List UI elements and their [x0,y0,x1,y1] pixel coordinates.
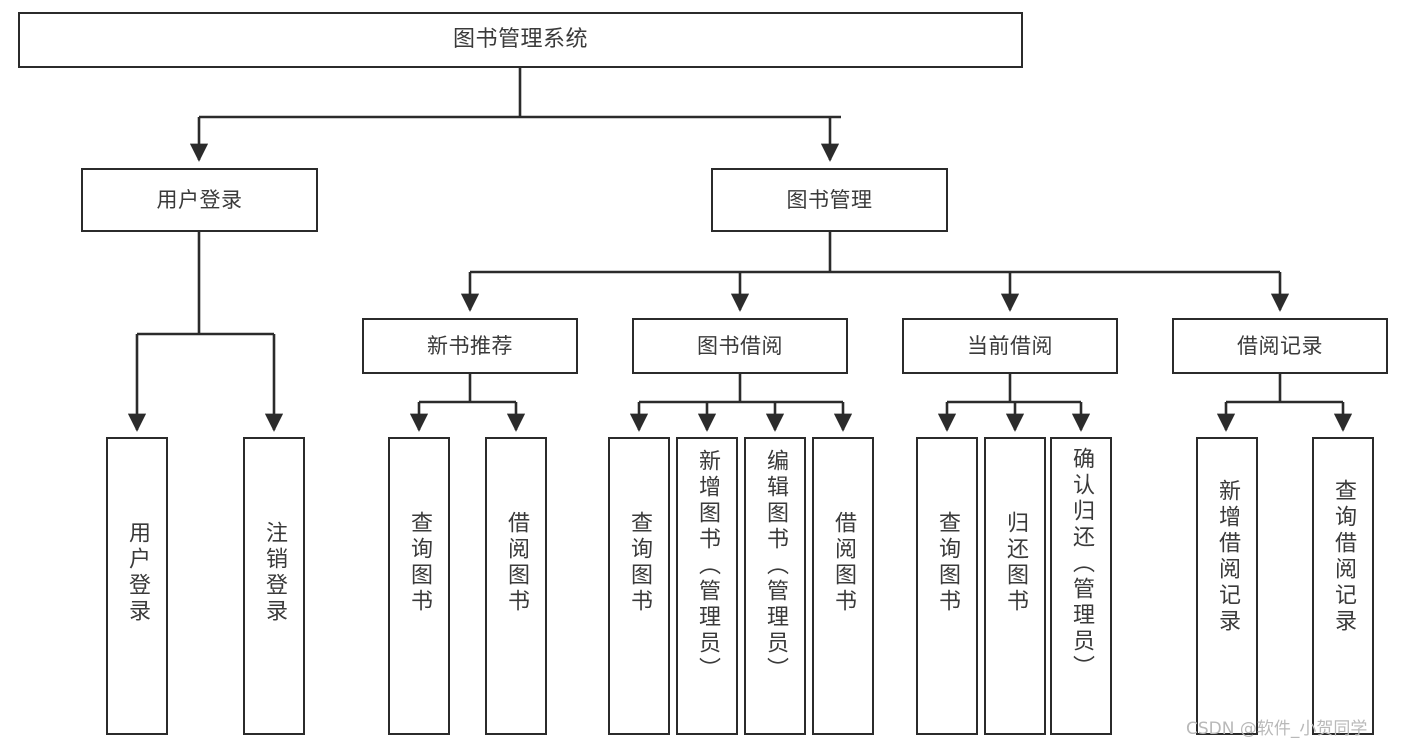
leaf-new-book-borrow[interactable]: 借阅图书 [485,437,547,735]
node-label: 当前借阅 [967,333,1053,358]
leaf-current-borrow-query[interactable]: 查询图书 [916,437,978,735]
node-label: 注销登录 [262,521,287,625]
leaf-current-borrow-confirm-return[interactable]: 确认归还（管理员） [1050,437,1112,735]
node-borrow-records[interactable]: 借阅记录 [1172,318,1388,374]
node-label: 查询图书 [627,511,652,615]
leaf-new-book-query[interactable]: 查询图书 [388,437,450,735]
leaf-user-login-logout[interactable]: 注销登录 [243,437,305,735]
leaf-borrow-records-query[interactable]: 查询借阅记录 [1312,437,1374,735]
node-label: 图书管理系统 [452,27,588,53]
leaf-user-login-login[interactable]: 用户登录 [106,437,168,735]
node-label: 确认归还（管理员） [1069,447,1094,681]
node-label: 用户登录 [156,187,243,212]
node-book-management[interactable]: 图书管理 [711,168,948,232]
leaf-book-borrow-query[interactable]: 查询图书 [608,437,670,735]
node-user-login[interactable]: 用户登录 [81,168,318,232]
csdn-watermark: CSDN @软件_小贺同学 [1186,719,1368,739]
node-label: 编辑图书（管理员） [763,449,788,683]
node-book-borrow[interactable]: 图书借阅 [632,318,848,374]
node-label: 归还图书 [1003,511,1028,615]
node-label: 查询图书 [935,511,960,615]
node-label: 借阅图书 [504,511,529,615]
leaf-borrow-records-add[interactable]: 新增借阅记录 [1196,437,1258,735]
leaf-book-borrow-borrow[interactable]: 借阅图书 [812,437,874,735]
node-label: 新书推荐 [427,333,513,358]
leaf-book-borrow-add[interactable]: 新增图书（管理员） [676,437,738,735]
leaf-book-borrow-edit[interactable]: 编辑图书（管理员） [744,437,806,735]
node-current-borrow[interactable]: 当前借阅 [902,318,1118,374]
node-label: 查询图书 [407,511,432,615]
node-label: 借阅图书 [831,511,856,615]
node-label: 借阅记录 [1237,333,1323,358]
node-label: 图书管理 [786,187,873,212]
node-root-system[interactable]: 图书管理系统 [18,12,1023,68]
node-new-book-recommend[interactable]: 新书推荐 [362,318,578,374]
node-label: 图书借阅 [697,333,783,358]
node-label: 新增借阅记录 [1215,479,1240,635]
leaf-current-borrow-return[interactable]: 归还图书 [984,437,1046,735]
node-label: 用户登录 [125,521,150,625]
node-label: 查询借阅记录 [1331,479,1356,635]
node-label: 新增图书（管理员） [695,449,720,683]
